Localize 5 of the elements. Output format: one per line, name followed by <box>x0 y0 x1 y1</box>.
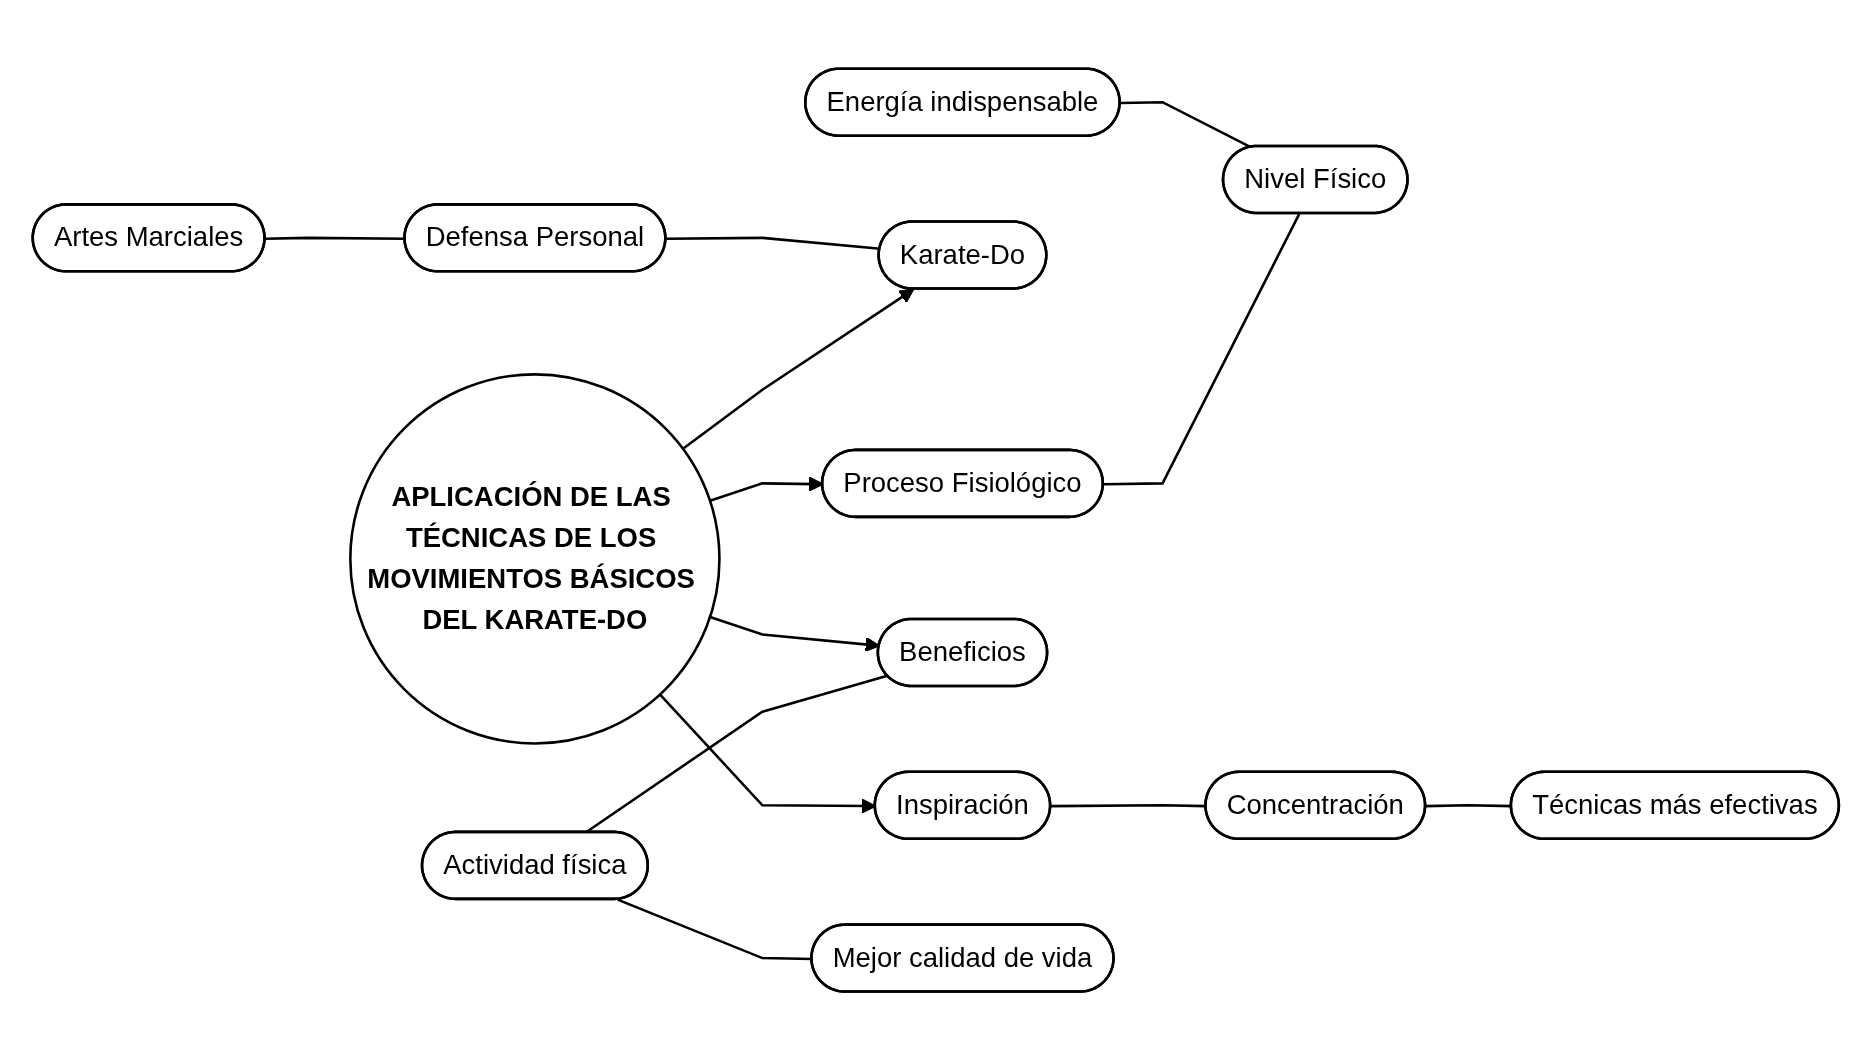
connector <box>1103 213 1301 486</box>
connector <box>616 898 812 961</box>
arrow <box>681 288 914 450</box>
connector <box>1120 100 1252 149</box>
node-circle: APLICACIÓN DE LAS TÉCNICAS DE LOS MOVIMIENTOS BÁSICOS DEL KARATE-DO <box>348 372 721 745</box>
